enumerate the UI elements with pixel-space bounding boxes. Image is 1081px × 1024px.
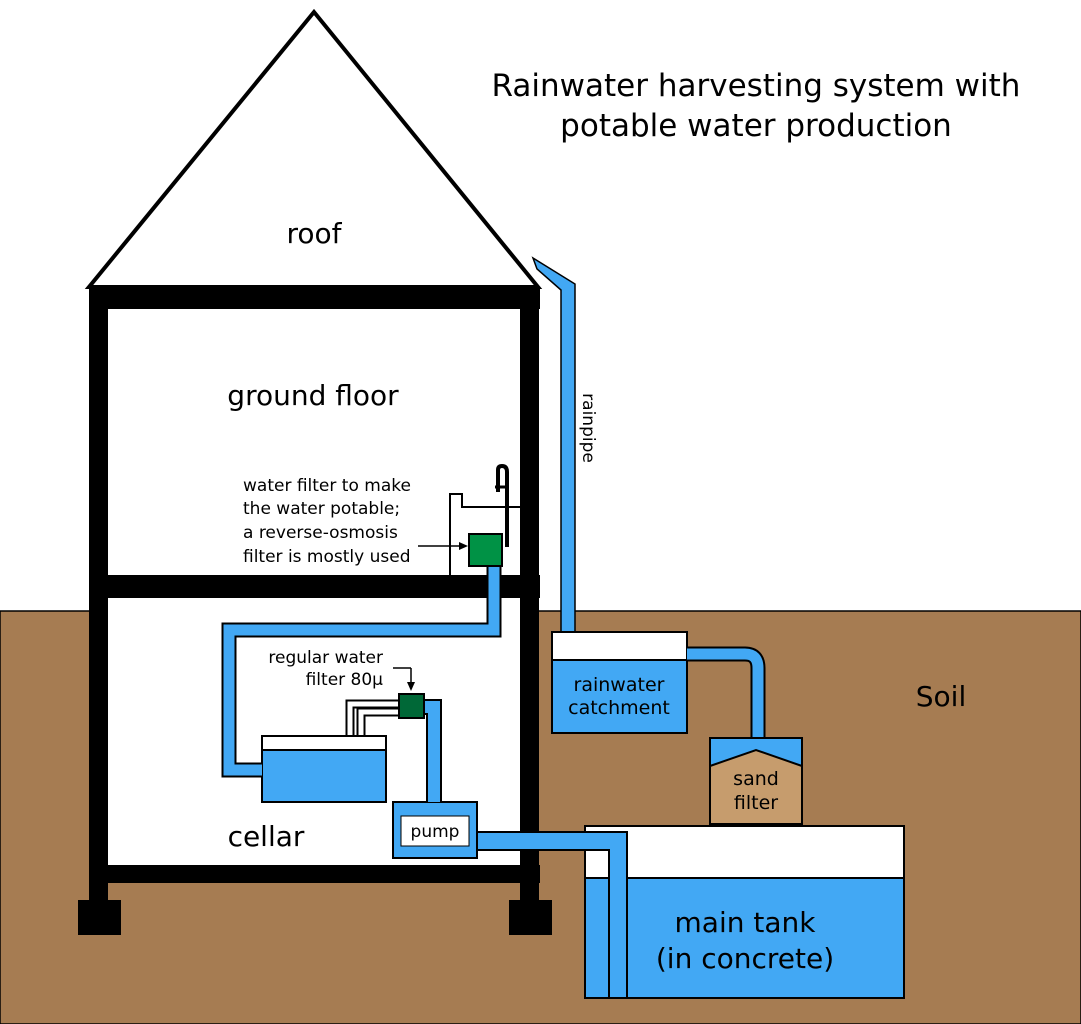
roof-label: roof [286,217,342,250]
rainwater-catchment-label-line1: rainwater [574,674,665,696]
regular-filter-label-line1: regular water [268,648,383,668]
potable-filter-outlet-line [449,493,520,575]
cellar-label: cellar [228,820,305,853]
sand-filter [709,737,803,825]
sand-filter-label-line2: filter [734,792,778,814]
sand-filter-label-line1: sand [733,768,779,790]
potable-water-filter [468,533,503,567]
soil-label: Soil [916,680,966,713]
potable-filter-label-line2: the water potable; [243,499,400,519]
rainwater-catchment [551,631,688,734]
main-tank [584,825,905,999]
diagram-title-line1: Rainwater harvesting system with [492,68,1021,104]
pump-label: pump [411,822,460,842]
diagram-title-line2: potable water production [560,108,952,144]
ground-floor-label: ground floor [227,379,399,412]
cellar-tank [261,735,387,803]
regular-filter-label-line2: filter 80µ [306,670,384,690]
main-tank-label-line1: main tank [675,906,817,939]
rainpipe-label: rainpipe [578,393,598,463]
regular-filter-arrow [393,667,415,691]
house-structure [78,287,552,935]
regular-water-filter [398,693,425,719]
faucet [496,463,509,547]
pump [392,801,478,859]
potable-filter-arrow [418,542,468,550]
potable-filter-label-line1: water filter to make [243,476,411,496]
rainwater-catchment-label-line2: catchment [568,697,670,719]
potable-filter-label-line3: a reverse-osmosis [243,523,398,543]
potable-filter-label-line4: filter is mostly used [243,547,411,567]
main-tank-label-line2: (in concrete) [656,942,834,975]
